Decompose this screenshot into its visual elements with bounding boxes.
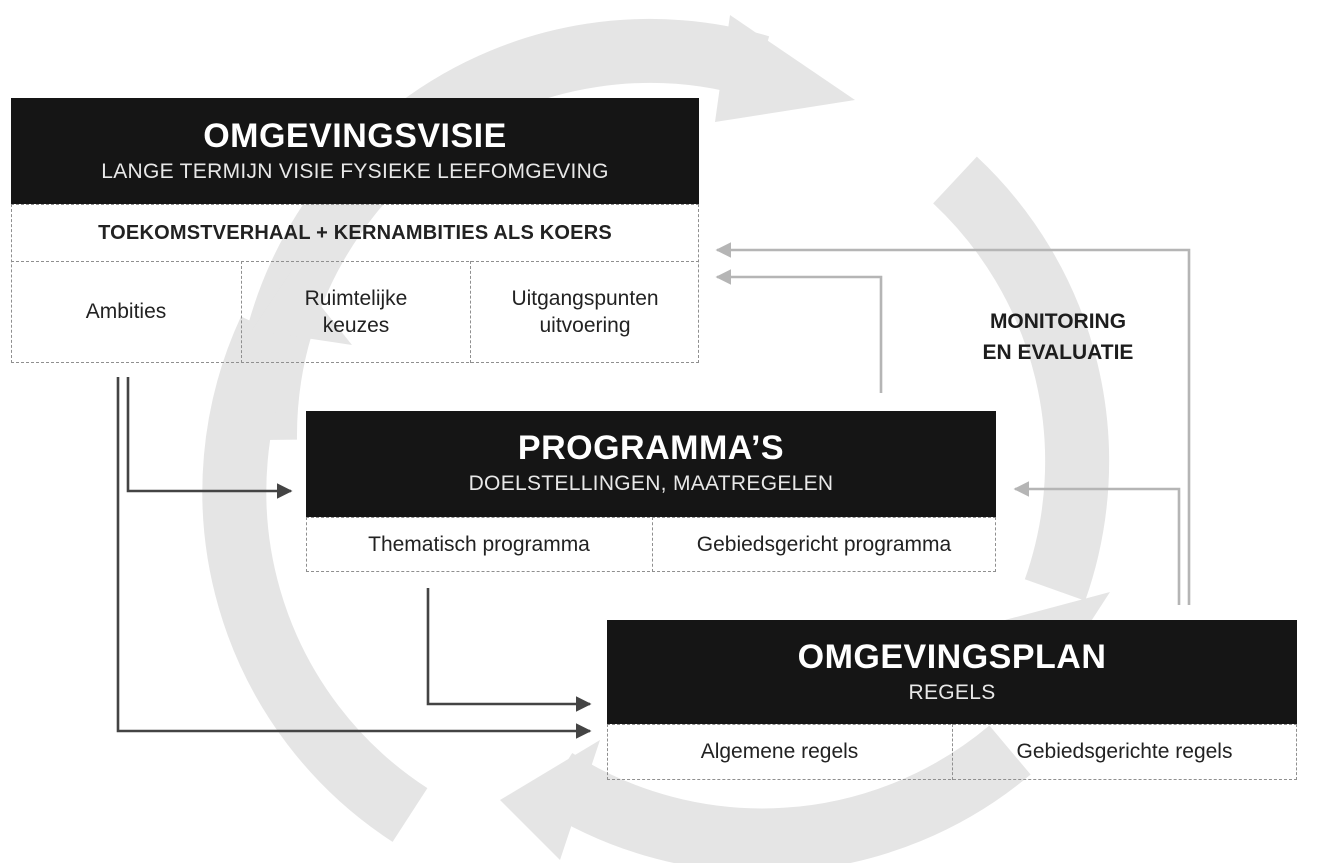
cycle-arrow-left-head xyxy=(252,270,352,345)
programmas-frame xyxy=(306,517,996,572)
cycle-arrow-top-head xyxy=(715,15,855,122)
flow-visie-to-plan xyxy=(116,377,592,739)
programmas-cell-thematisch: Thematisch programma xyxy=(368,532,590,556)
omgevingsvisie-subtitle: LANGE TERMIJN VISIE FYSIEKE LEEFOMGEVING xyxy=(101,160,609,183)
cycle-arrow-right xyxy=(932,156,1110,601)
monitoring-label-line2: EN EVALUATIE xyxy=(982,341,1134,364)
omgevingsplan-subtitle: REGELS xyxy=(908,681,996,704)
omgevingsvisie-header: OMGEVINGSVISIE LANGE TERMIJN VISIE FYSIE… xyxy=(11,98,699,204)
cycle-arrow-bottom-head xyxy=(500,740,600,860)
omgevingsvisie-banner: TOEKOMSTVERHAAL + KERNAMBITIES ALS KOERS xyxy=(98,221,612,244)
feedback-programmas-to-visie xyxy=(715,269,883,393)
cycle-arrow-bottom xyxy=(537,725,1031,863)
feedback-plan-to-visie xyxy=(715,242,1191,605)
omgevingsplan-title: OMGEVINGSPLAN xyxy=(797,638,1107,676)
omgevingsplan-cell-algemene: Algemene regels xyxy=(700,740,859,764)
programmas-subtitle: DOELSTELLINGEN, MAATREGELEN xyxy=(468,472,834,495)
programmas-header: PROGRAMMA’S DOELSTELLINGEN, MAATREGELEN xyxy=(306,411,996,517)
feedback-plan-to-programmas xyxy=(1013,481,1181,605)
programmas-cell-gebiedsgericht: Gebiedsgericht programma xyxy=(696,532,952,556)
omgevingsvisie-divider xyxy=(11,261,699,262)
omgevingsvisie-cell-uitgangspunten: Uitgangspunten uitvoering xyxy=(511,286,659,337)
monitoring-label-line1: MONITORING xyxy=(989,310,1127,333)
flow-visie-to-programmas xyxy=(126,377,293,499)
programmas-cell-divider xyxy=(652,517,653,572)
omgevingsvisie-cell-ambities: Ambities xyxy=(85,300,167,324)
omgevingsvisie-cell-divider-1 xyxy=(241,261,242,363)
programmas-title: PROGRAMMA’S xyxy=(517,429,785,467)
omgevingsvisie-title: OMGEVINGSVISIE xyxy=(203,117,507,155)
monitoring-evaluatie-label: MONITORING EN EVALUATIE xyxy=(940,306,1176,368)
omgevingsvisie-frame xyxy=(11,204,699,363)
cycle-arrow-left xyxy=(202,316,428,842)
omgevingsplan-header: OMGEVINGSPLAN REGELS xyxy=(607,620,1297,724)
omgevingsplan-cell-divider xyxy=(952,724,953,780)
omgevingsvisie-cell-ruimtelijke-keuzes: Ruimtelijke keuzes xyxy=(304,286,408,337)
omgevingsvisie-cell-divider-2 xyxy=(470,261,471,363)
flow-programmas-to-plan xyxy=(426,588,592,712)
omgevingsplan-cell-gebiedsgerichte: Gebiedsgerichte regels xyxy=(1016,740,1233,764)
